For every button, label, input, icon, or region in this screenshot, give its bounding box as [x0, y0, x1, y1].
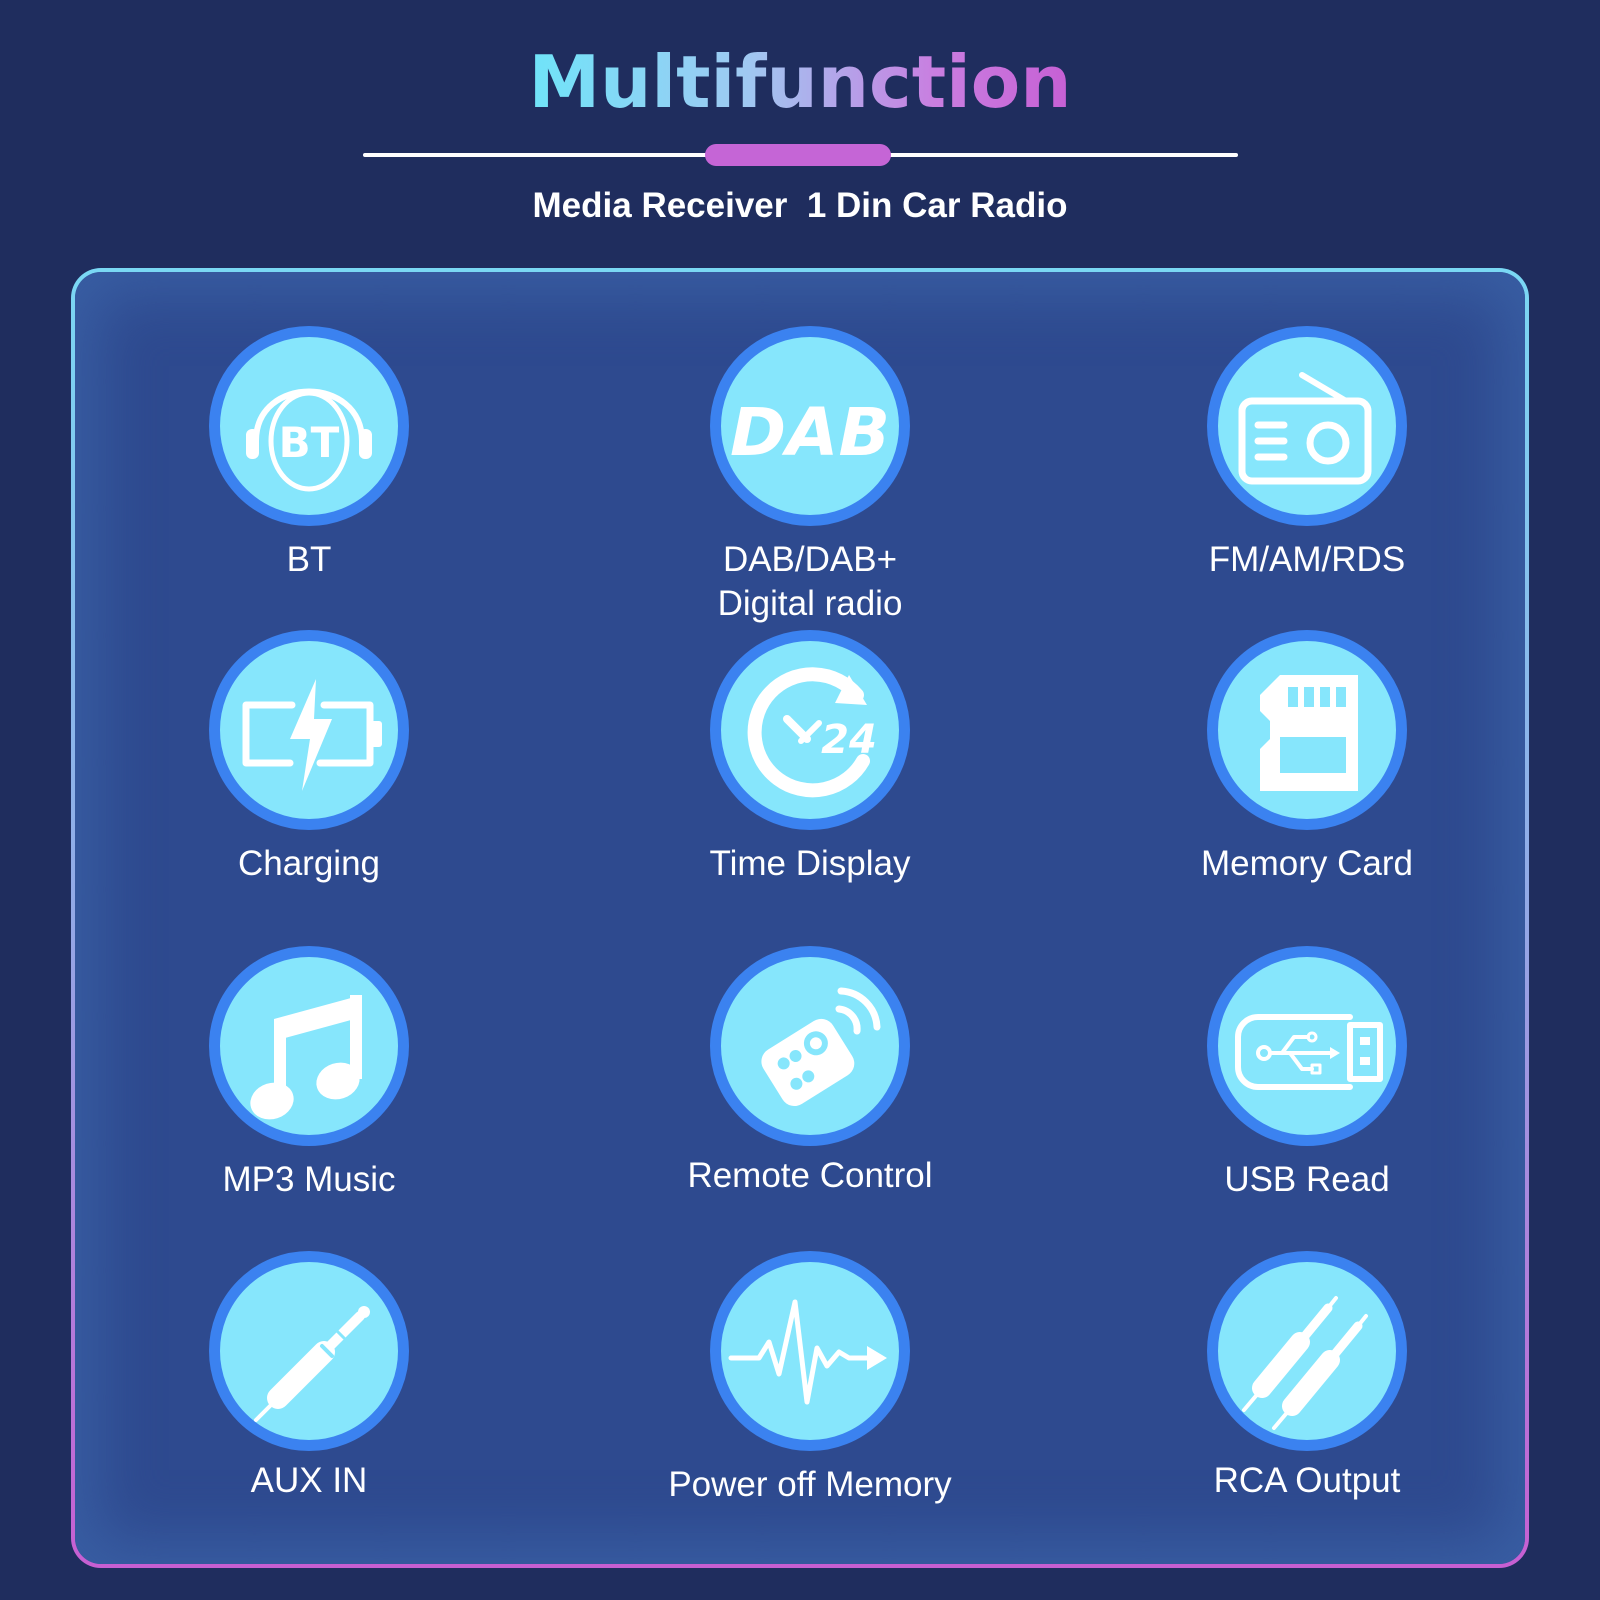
title-divider-accent — [705, 144, 891, 166]
bluetooth-headphones-icon: BT — [209, 326, 409, 526]
feature-label: Charging — [237, 844, 381, 883]
feature-label: RCA Output — [1213, 1461, 1401, 1500]
features-panel-body: BT BT DAB DAB/DAB+ Digital radio — [75, 272, 1525, 1564]
feature-label: USB Read — [1224, 1160, 1390, 1199]
battery-charging-icon — [209, 630, 409, 830]
music-note-icon — [209, 946, 409, 1146]
features-panel: BT BT DAB DAB/DAB+ Digital radio — [71, 268, 1529, 1568]
usb-drive-icon — [1207, 946, 1407, 1146]
audio-jack-icon — [209, 1251, 409, 1451]
page-subtitle: Media Receiver 1 Din Car Radio — [532, 186, 1068, 225]
svg-text:DAB: DAB — [730, 394, 890, 471]
svg-text:24: 24 — [821, 717, 877, 763]
feature-label: BT — [286, 540, 332, 579]
dab-logo-icon: DAB — [710, 326, 910, 526]
sd-card-icon — [1207, 630, 1407, 830]
feature-label: Remote Control — [687, 1156, 933, 1195]
pulse-arrow-icon — [710, 1251, 910, 1451]
rca-cable-icon — [1207, 1251, 1407, 1451]
clock-24h-icon: 24 — [710, 630, 910, 830]
feature-label: FM/AM/RDS — [1208, 540, 1406, 579]
radio-icon — [1207, 326, 1407, 526]
feature-label: Memory Card — [1201, 844, 1413, 883]
feature-label: DAB/DAB+ Digital radio — [717, 540, 903, 623]
feature-label: AUX IN — [250, 1461, 368, 1500]
remote-control-icon — [710, 946, 910, 1146]
page-title: Multifunction — [528, 40, 1072, 124]
feature-label: Time Display — [709, 844, 911, 883]
feature-label: MP3 Music — [222, 1160, 396, 1199]
svg-text:BT: BT — [279, 418, 340, 467]
feature-label: Power off Memory — [668, 1465, 952, 1504]
